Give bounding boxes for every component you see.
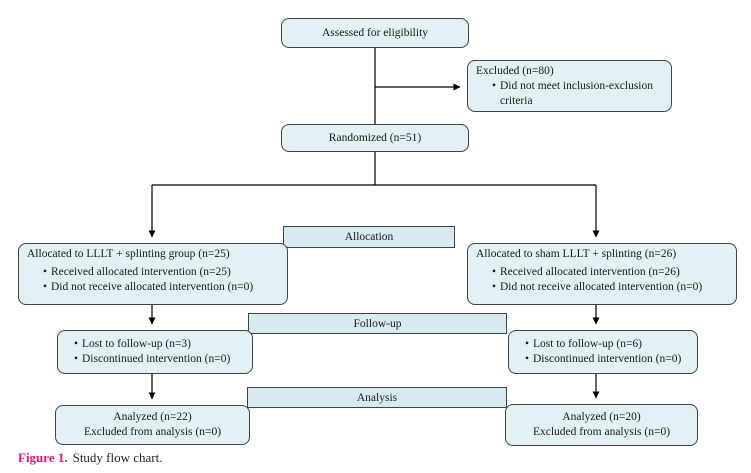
box-excluded: Excluded (n=80) • Did not meet inclusion… bbox=[467, 60, 672, 112]
box-randomized: Randomized (n=51) bbox=[281, 124, 469, 152]
list-item: • Did not meet inclusion-exclusion crite… bbox=[488, 79, 665, 109]
bullet-dot: • bbox=[524, 353, 530, 365]
list-item: • Discontinued intervention (n=0) bbox=[521, 352, 697, 367]
box-allocation-left: Allocated to LLLT + splinting group (n=2… bbox=[18, 243, 288, 305]
box-assessed: Assessed for eligibility bbox=[281, 18, 469, 48]
bullet-dot: • bbox=[491, 265, 497, 278]
box-assessed-text: Assessed for eligibility bbox=[321, 26, 429, 39]
bullet-text: Received allocated intervention (n=26) bbox=[500, 265, 680, 278]
analysis-line: Analyzed (n=20) bbox=[562, 411, 641, 424]
list-item: • Discontinued intervention (n=0) bbox=[70, 352, 252, 367]
list-item: • Received allocated intervention (n=26) bbox=[488, 265, 730, 280]
bullet-dot: • bbox=[491, 79, 497, 92]
figure-caption: Figure 1. Study flow chart. bbox=[18, 450, 163, 466]
bullet-text: Did not meet inclusion-exclusion criteri… bbox=[500, 79, 653, 107]
figure-caption-text: Study flow chart. bbox=[72, 450, 163, 465]
band-allocation: Allocation bbox=[283, 226, 455, 248]
bullet-dot: • bbox=[524, 338, 530, 351]
bullet-text: Lost to follow-up (n=6) bbox=[533, 338, 643, 351]
figure-caption-label: Figure 1. bbox=[18, 450, 68, 465]
box-excluded-title: Excluded (n=80) bbox=[476, 65, 554, 77]
box-analysis-right: Analyzed (n=20) Excluded from analysis (… bbox=[505, 404, 698, 446]
box-analysis-left: Analyzed (n=22) Excluded from analysis (… bbox=[55, 405, 250, 445]
box-allocation-left-title: Allocated to LLLT + splinting group (n=2… bbox=[27, 248, 230, 260]
list-item: • Received allocated intervention (n=25) bbox=[39, 265, 281, 280]
bullet-dot: • bbox=[491, 280, 497, 293]
list-item: • Did not receive allocated intervention… bbox=[488, 280, 730, 295]
box-followup-left: • Lost to follow-up (n=3) • Discontinued… bbox=[57, 330, 253, 374]
bullet-text: Did not receive allocated intervention (… bbox=[500, 280, 703, 293]
bullet-dot: • bbox=[42, 265, 48, 278]
bullet-dot: • bbox=[73, 338, 79, 351]
list-item: • Did not receive allocated intervention… bbox=[39, 280, 281, 295]
box-followup-right: • Lost to follow-up (n=6) • Discontinued… bbox=[508, 330, 698, 374]
box-randomized-text: Randomized (n=51) bbox=[328, 131, 422, 144]
bullet-text: Discontinued intervention (n=0) bbox=[533, 353, 682, 365]
band-analysis-label: Analysis bbox=[356, 391, 398, 404]
bullet-text: Lost to follow-up (n=3) bbox=[82, 338, 192, 351]
list-item: • Lost to follow-up (n=6) bbox=[521, 337, 697, 352]
bullet-text: Discontinued intervention (n=0) bbox=[82, 353, 231, 365]
band-allocation-label: Allocation bbox=[344, 231, 394, 243]
band-followup-label: Follow-up bbox=[353, 317, 402, 330]
box-allocation-right-title: Allocated to sham LLLT + splinting (n=26… bbox=[476, 248, 677, 260]
box-allocation-right: Allocated to sham LLLT + splinting (n=26… bbox=[467, 243, 737, 305]
analysis-line: Excluded from analysis (n=0) bbox=[83, 426, 222, 438]
bullet-dot: • bbox=[73, 353, 79, 365]
bullet-text: Received allocated intervention (n=25) bbox=[51, 265, 231, 278]
bullet-dot: • bbox=[42, 280, 48, 293]
list-item: • Lost to follow-up (n=3) bbox=[70, 337, 252, 352]
analysis-line: Excluded from analysis (n=0) bbox=[532, 426, 671, 438]
bullet-text: Did not receive allocated intervention (… bbox=[51, 280, 254, 293]
analysis-line: Analyzed (n=22) bbox=[113, 411, 192, 424]
band-analysis: Analysis bbox=[247, 387, 507, 408]
band-followup: Follow-up bbox=[248, 313, 507, 334]
